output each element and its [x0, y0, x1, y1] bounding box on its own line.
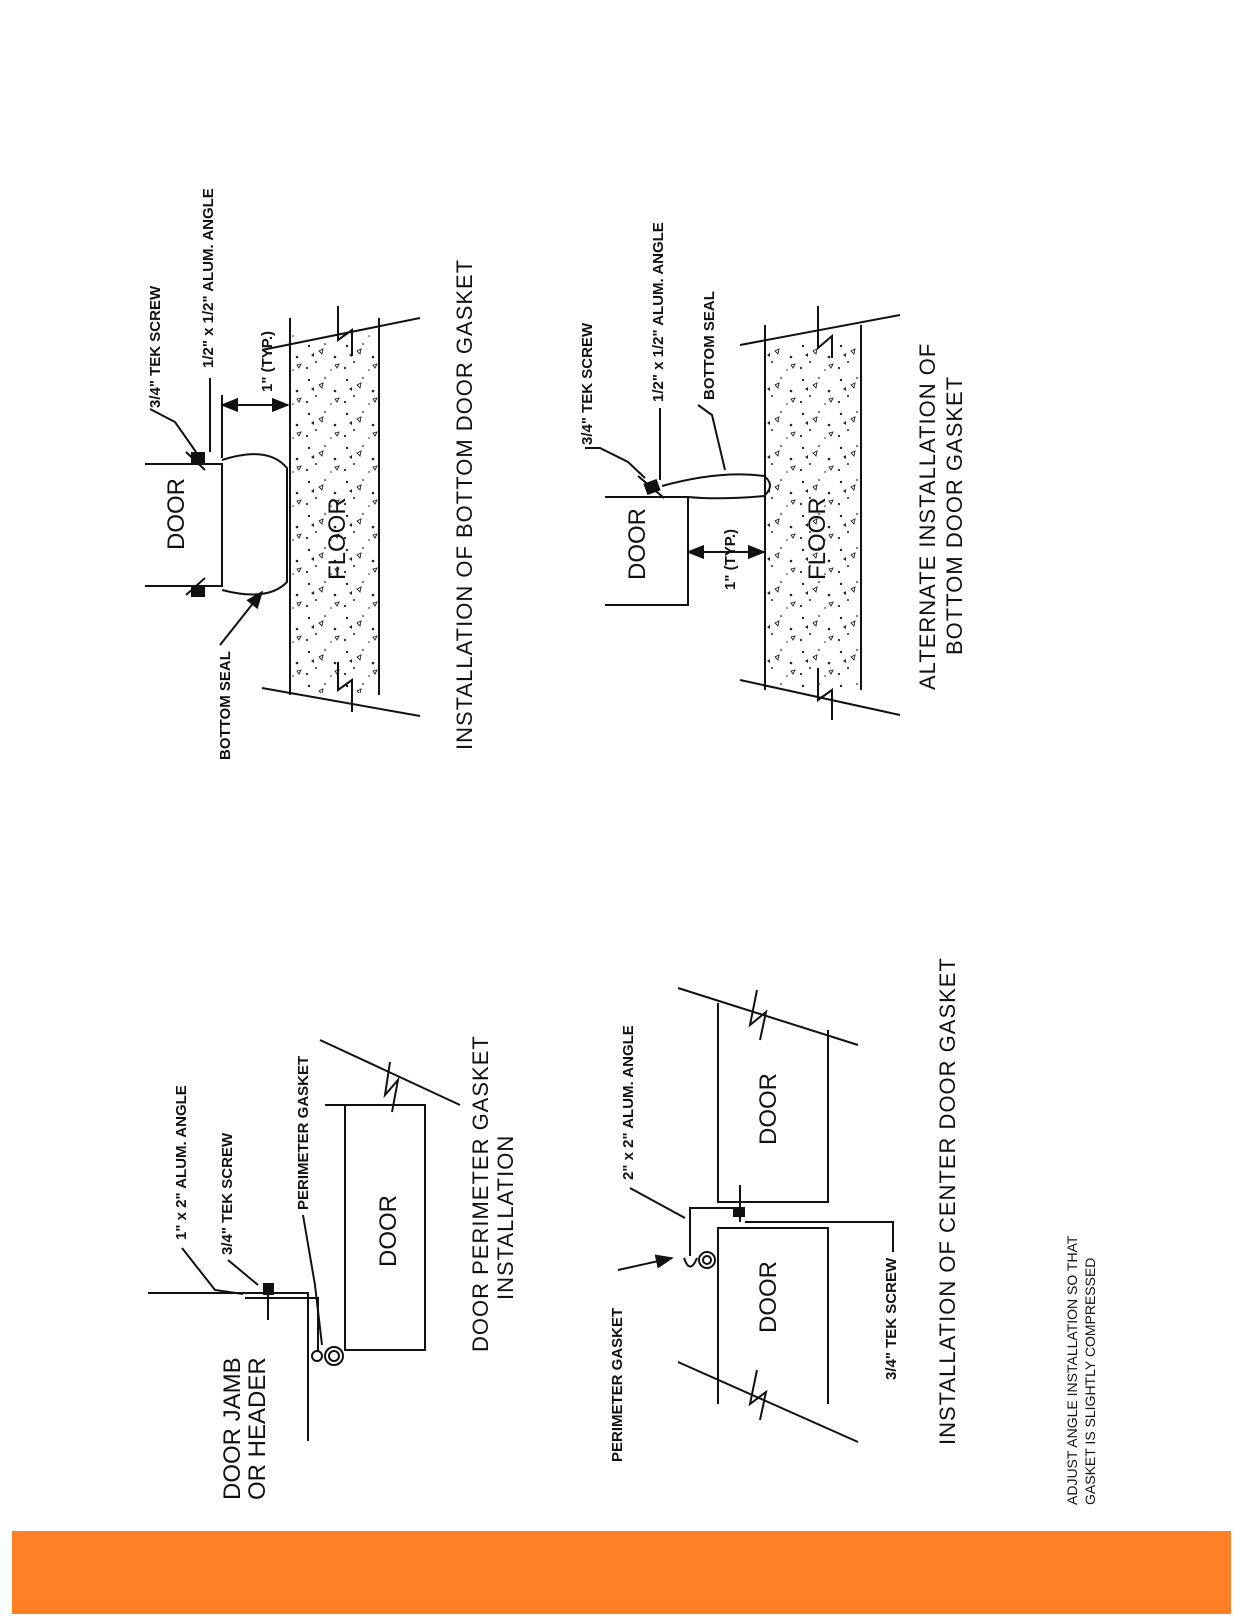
center-screw-label: 3/4" TEK SCREW [883, 1257, 900, 1380]
perimeter-gasket-diagram [148, 1039, 461, 1441]
perimeter-title-line2: INSTALLATION [493, 1135, 518, 1300]
alt-gasket-labels: 3/4" TEK SCREW 1/2" x 1/2" ALUM. ANGLE B… [579, 222, 967, 690]
alt-screw-label: 3/4" TEK SCREW [579, 322, 596, 445]
jamb-label-line1: DOOR JAMB [219, 1357, 246, 1500]
footer-color-bar [12, 1531, 1231, 1614]
center-gasket-label: PERIMETER GASKET [609, 1308, 626, 1462]
center-gasket-labels: 2" x 2" ALUM. ANGLE DOOR DOOR PERIMETER … [609, 957, 960, 1462]
center-door-top [717, 1003, 829, 1203]
alt-floor-label: FLOOR [804, 497, 831, 580]
bottom-gasket-labels: 3/4" TEK SCREW 1/2" x 1/2" ALUM. ANGLE 1… [147, 188, 477, 760]
bottom-angle-label: 1/2" x 1/2" ALUM. ANGLE [200, 188, 217, 368]
alt-gap-label: 1" (TYP.) [722, 529, 739, 590]
alt-bottom-seal-shape [661, 473, 771, 500]
bottom-screw-label: 3/4" TEK SCREW [147, 285, 164, 408]
jamb-label-line2: OR HEADER [244, 1357, 271, 1500]
bottom-gasket-diagram [145, 306, 421, 717]
bottom-gasket-title: INSTALLATION OF BOTTOM DOOR GASKET [452, 259, 477, 750]
installation-note: ADJUST ANGLE INSTALLATION SO THAT GASKET… [1064, 1235, 1098, 1505]
alt-floor-slab [765, 345, 861, 688]
alt-door-label: DOOR [624, 508, 651, 580]
center-gasket-title: INSTALLATION OF CENTER DOOR GASKET [935, 957, 960, 1445]
bottom-seal-shape [221, 453, 288, 596]
perimeter-title-line1: DOOR PERIMETER GASKET [468, 1035, 493, 1352]
center-door-bottom-label: DOOR [755, 1261, 782, 1333]
center-door-bottom [717, 1227, 829, 1404]
floor-slab [290, 335, 379, 693]
bottom-door-label: DOOR [163, 478, 190, 550]
center-gasket-diagram [617, 987, 894, 1443]
alt-seal-label: BOTTOM SEAL [701, 291, 718, 400]
alt-gasket-title-line1: ALTERNATE INSTALLATION OF [915, 343, 940, 690]
bottom-door [145, 463, 223, 587]
alt-gasket-diagram [585, 306, 901, 720]
perimeter-gasket-labels: DOOR JAMB OR HEADER 1" x 2" ALUM. ANGLE … [173, 1035, 518, 1500]
bottom-floor-label: FLOOR [324, 497, 351, 580]
perimeter-door-label: DOOR [375, 1195, 402, 1267]
alt-angle-label: 1/2" x 1/2" ALUM. ANGLE [650, 222, 667, 402]
perimeter-screw-label: 3/4" TEK SCREW [219, 1132, 236, 1255]
bottom-seal-label: BOTTOM SEAL [217, 651, 234, 760]
center-angle-label: 2" x 2" ALUM. ANGLE [620, 1025, 637, 1180]
perimeter-gasket-label: PERIMETER GASKET [295, 1056, 312, 1210]
center-door-top-label: DOOR [755, 1073, 782, 1145]
note-line2: GASKET IS SLIGHTLY COMPRESSED [1082, 1258, 1098, 1505]
bottom-gap-label: 1" (TYP.) [259, 331, 276, 392]
perimeter-angle-label: 1" x 2" ALUM. ANGLE [173, 1085, 190, 1240]
note-line1: ADJUST ANGLE INSTALLATION SO THAT [1064, 1235, 1080, 1505]
alt-gasket-title-line2: BOTTOM DOOR GASKET [942, 376, 967, 655]
